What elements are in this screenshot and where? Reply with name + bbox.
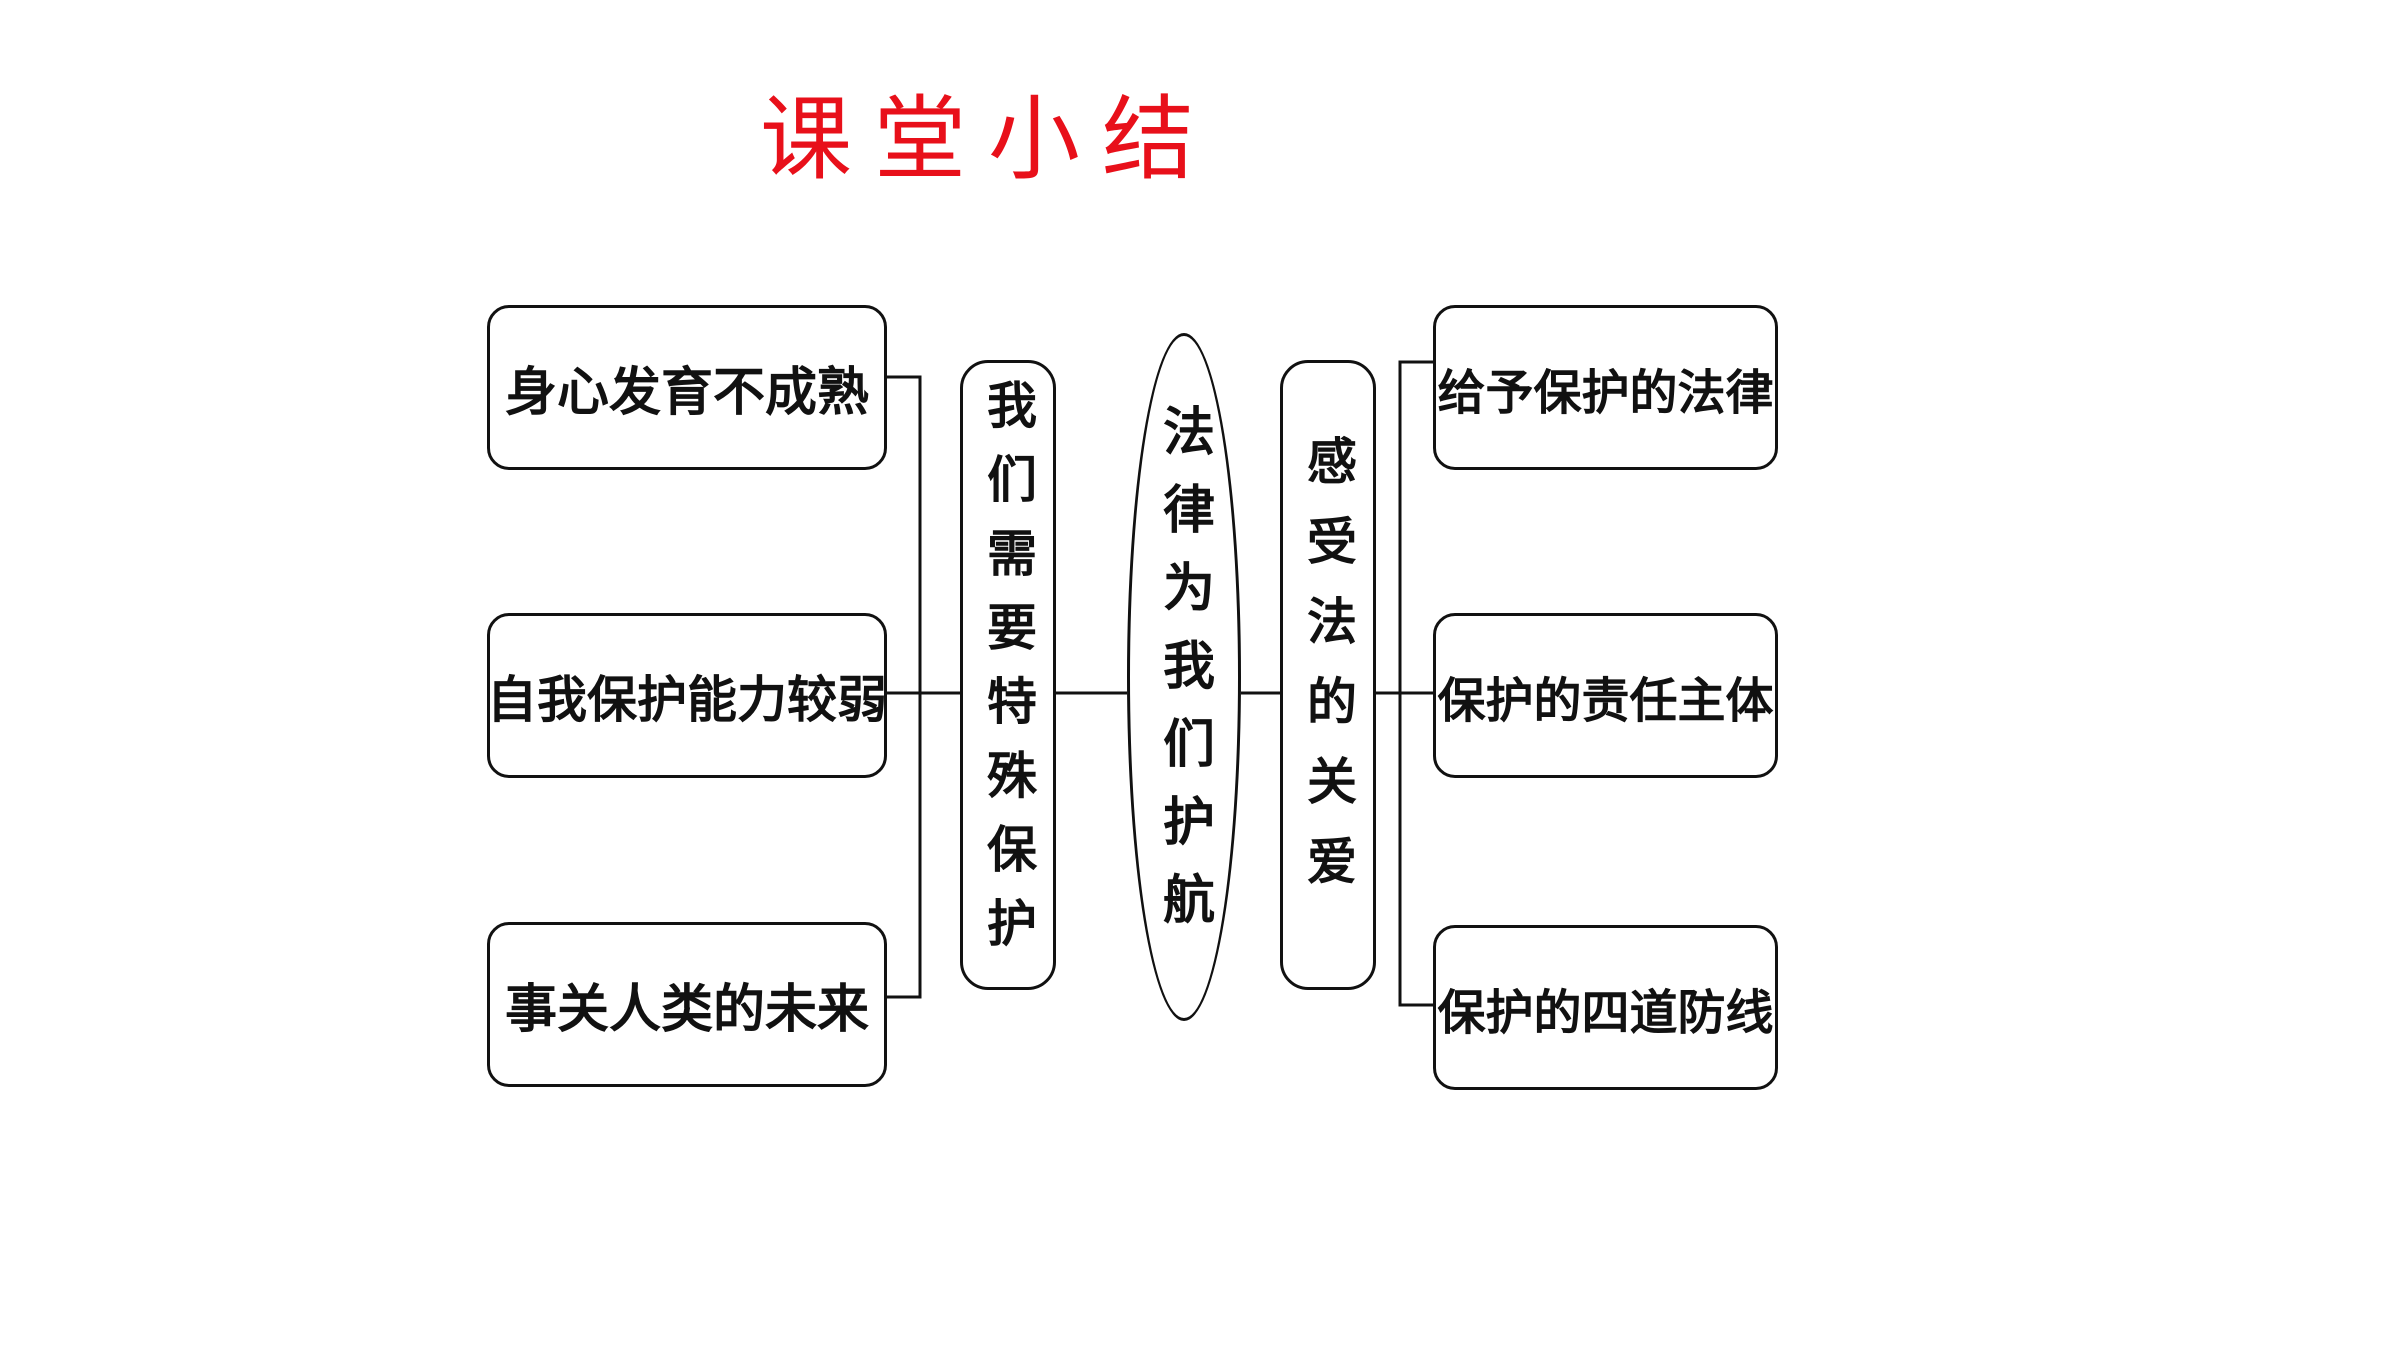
center-topic-ellipse: 法律为我们护航 [1127,333,1241,1021]
reason-label: 事关人类的未来 [504,980,869,1040]
item-box-responsible-parties: 保护的责任主体 [1433,613,1778,778]
right-group-label: 感受法的关爱 [1299,435,1357,915]
reason-box-future-of-mankind: 事关人类的未来 [487,922,887,1087]
left-group-box: 我们需要特殊保护 [960,360,1056,990]
reason-box-weak-self-protection: 自我保护能力较弱 [487,613,887,778]
item-label: 保护的责任主体 [1437,672,1774,729]
left-group-label: 我们需要特殊保护 [979,379,1037,971]
slide-title: 课堂小结 [760,86,1217,193]
item-box-protecting-laws: 给予保护的法律 [1433,305,1778,470]
item-label: 保护的四道防线 [1437,984,1774,1041]
center-topic-label: 法律为我们护航 [1153,404,1214,950]
left-bracket [887,375,922,999]
reason-label: 身心发育不成熟 [504,363,869,423]
connector-group [887,360,1433,1007]
right-group-box: 感受法的关爱 [1280,360,1376,990]
reason-label: 自我保护能力较弱 [487,670,887,729]
item-label: 给予保护的法律 [1437,364,1774,421]
right-bracket [1398,360,1433,1007]
item-box-four-lines-of-defense: 保护的四道防线 [1433,925,1778,1090]
reason-box-immature-development: 身心发育不成熟 [487,305,887,470]
